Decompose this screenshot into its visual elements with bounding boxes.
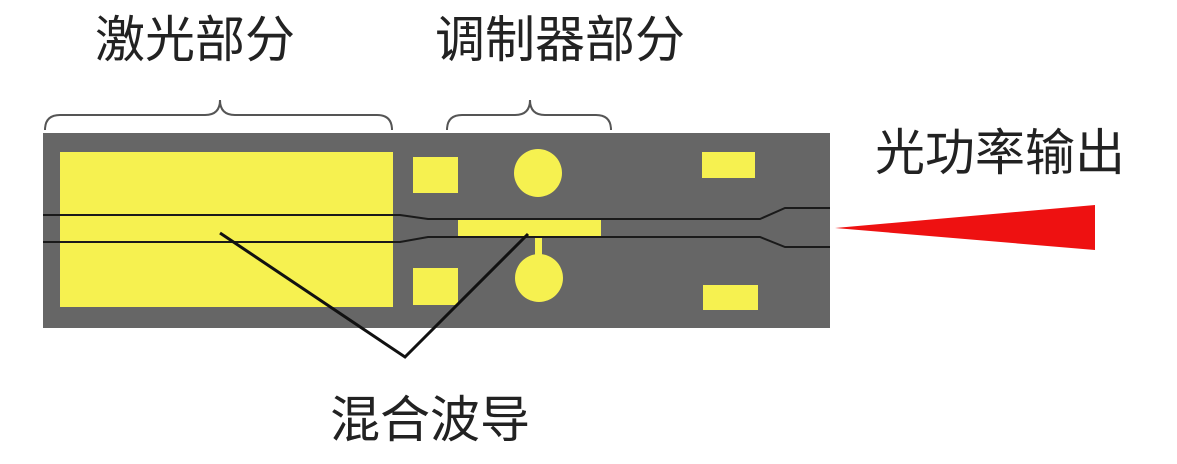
modulator-electrode	[458, 220, 601, 236]
modulator-section-label: 调制器部分	[435, 11, 685, 69]
optical-output-label: 光功率输出	[875, 124, 1125, 182]
pad-circle-top	[514, 149, 562, 197]
pad-top-right	[702, 152, 755, 178]
waveguide-top	[43, 207, 830, 220]
waveguide-bottom	[43, 236, 830, 248]
laser-bracket	[44, 99, 393, 131]
hybrid-waveguide-pointer	[219, 231, 530, 359]
pad-top-left	[413, 157, 458, 193]
modulator-bracket	[446, 99, 612, 131]
laser-pad	[60, 152, 393, 307]
pad-bottom-right	[703, 285, 758, 310]
hybrid-waveguide-label: 混合波导	[330, 391, 530, 449]
output-beam	[835, 205, 1095, 250]
pad-bottom-left	[413, 268, 458, 305]
pad-stem	[535, 234, 542, 258]
laser-section-label: 激光部分	[95, 11, 295, 69]
pad-circle-bottom	[515, 254, 563, 302]
